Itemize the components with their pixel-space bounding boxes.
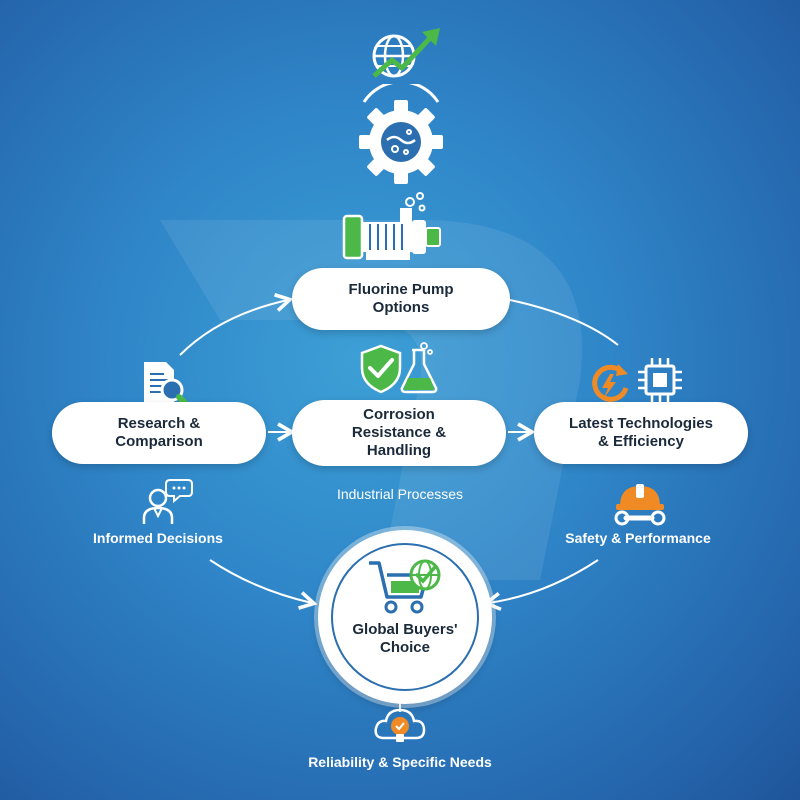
node-research-comparison-label: Research & Comparison [115,415,203,450]
node-latest-technologies-label: Latest Technologies & Efficiency [569,415,713,450]
flask-icon [400,342,438,394]
globe-growth-icon [372,28,440,78]
hardhat-wrench-icon [614,484,666,526]
node-latest-technologies: Latest Technologies & Efficiency [534,402,748,464]
arrow-research-to-options [179,293,294,356]
label-industrial-processes: Industrial Processes [336,486,464,502]
gear-water-icon [359,84,443,184]
arrow-informed-to-center [209,559,318,610]
refresh-lightning-icon [592,364,629,402]
label-informed-decisions: Informed Decisions [93,530,223,546]
node-corrosion-resistance: Corrosion Resistance & Handling [292,400,506,466]
chip-icon [638,358,682,402]
node-fluorine-pump-options-label: Fluorine Pump Options [348,281,454,316]
label-safety-performance: Safety & Performance [565,530,711,546]
node-corrosion-resistance-label: Corrosion Resistance & Handling [351,406,447,459]
shield-check-icon [360,344,402,394]
node-fluorine-pump-options: Fluorine Pump Options [292,268,510,330]
center-inner-ring [331,543,479,691]
cloud-bulb-icon [374,708,426,742]
arrow-safety-to-center [482,559,599,611]
label-reliability-specific-needs: Reliability & Specific Needs [308,754,492,770]
person-chat-icon [142,479,193,524]
pump-icon [342,192,441,260]
arrow-options-to-technologies [509,299,619,346]
node-global-buyers-choice: Global Buyers' Choice [318,530,492,704]
cart-globe-icon [369,559,441,614]
node-research-comparison: Research & Comparison [52,402,266,464]
node-global-buyers-choice-label: Global Buyers' Choice [352,621,458,656]
